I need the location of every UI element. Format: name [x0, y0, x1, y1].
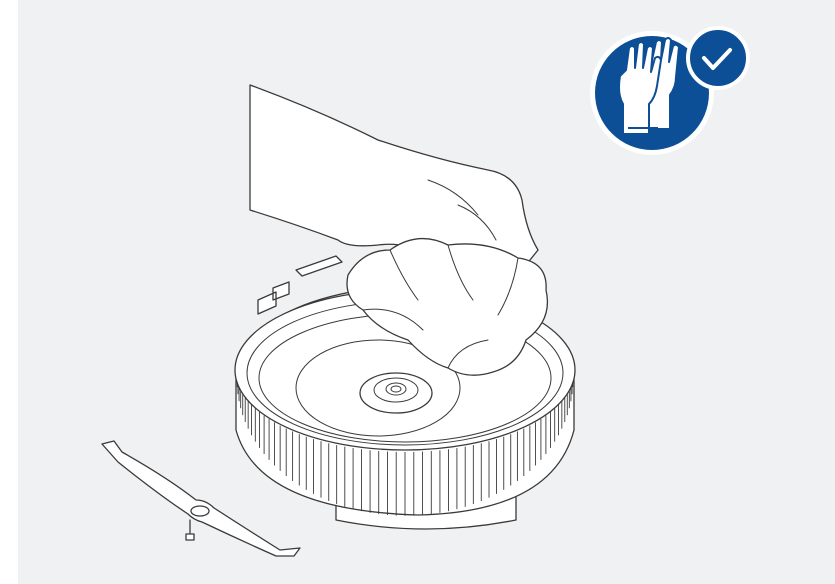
- blade-hub: [360, 373, 432, 413]
- blade-center: [191, 506, 209, 516]
- checkmark-icon: [688, 28, 748, 88]
- gloves-icon: [619, 38, 679, 134]
- blade-pin: [186, 520, 194, 540]
- cleaning-scene: [18, 0, 835, 584]
- instruction-illustration: [18, 0, 835, 584]
- gloves-required-badge: [590, 28, 748, 155]
